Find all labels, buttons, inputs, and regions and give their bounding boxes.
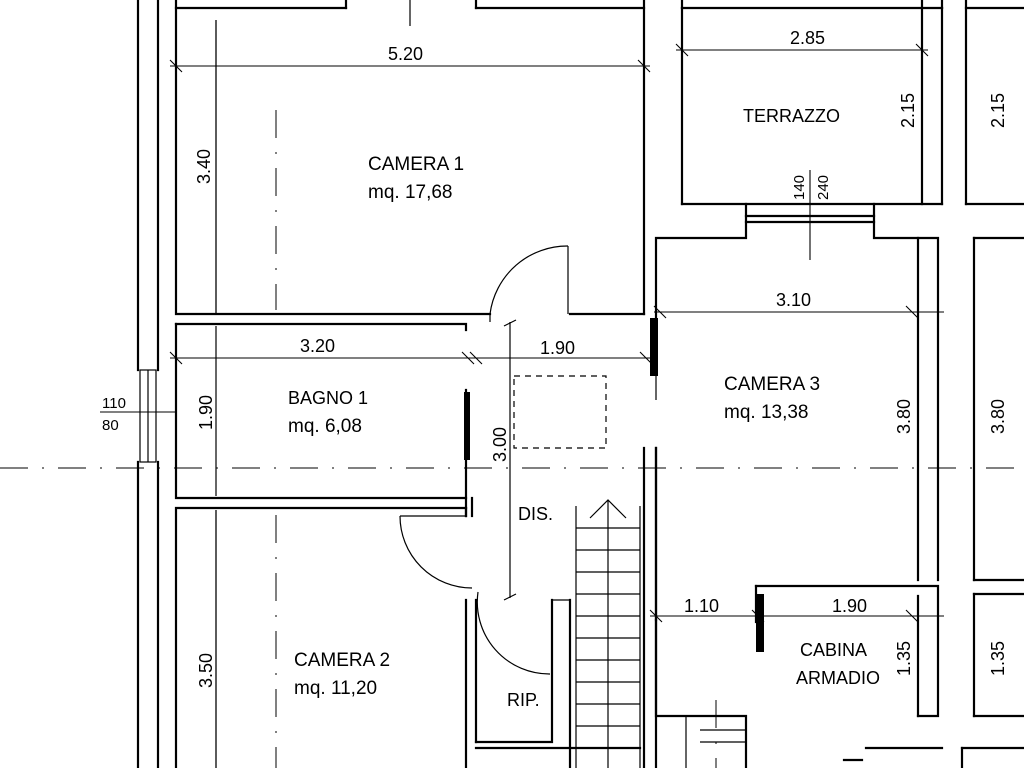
camera2-area: mq. 11,20 <box>294 678 377 699</box>
terrazzo-name: TERRAZZO <box>743 106 840 126</box>
dim-window-80: 80 <box>102 417 119 434</box>
rip-label: RIP. <box>507 690 540 710</box>
staircase <box>575 446 658 768</box>
cabina-label-line2: ARMADIO <box>796 668 880 688</box>
dim-terrazzo-width: 2.85 <box>790 28 825 48</box>
outer-wall-left <box>136 0 160 768</box>
dim-window-240: 240 <box>815 175 832 200</box>
dim-cabina-left: 1.10 <box>684 596 719 616</box>
dim-camera3-depth-right: 3.80 <box>988 399 1008 434</box>
dimension-lines <box>100 20 975 768</box>
dim-terrazzo-depth-right: 2.15 <box>988 93 1008 128</box>
dim-camera1-width: 5.20 <box>388 44 423 64</box>
camera2-name: CAMERA 2 <box>294 650 390 671</box>
bagno1-name: BAGNO 1 <box>288 388 368 408</box>
camera2-walls <box>174 506 473 768</box>
dim-terrazzo-depth: 2.15 <box>898 93 918 128</box>
dim-cabina-width: 1.90 <box>832 596 867 616</box>
dim-camera3-depth: 3.80 <box>894 399 914 434</box>
cabina-label-line1: CABINA <box>800 640 867 660</box>
dim-camera3-width: 3.10 <box>776 290 811 310</box>
camera1-area: mq. 17,68 <box>368 182 453 203</box>
dim-camera2-depth: 3.50 <box>196 653 216 688</box>
dim-window-110: 110 <box>102 395 126 412</box>
camera1-door <box>489 245 569 322</box>
dim-cabina-depth-right: 1.35 <box>988 641 1008 676</box>
dim-bagno-width: 3.20 <box>300 336 335 356</box>
bagno1-area: mq. 6,08 <box>288 416 362 437</box>
camera3-name: CAMERA 3 <box>724 374 820 395</box>
camera3-area: mq. 13,38 <box>724 402 809 423</box>
cabina-walls <box>654 584 940 768</box>
bottom-walls <box>474 746 1024 768</box>
dim-window-140: 140 <box>791 175 808 200</box>
dim-camera1-depth: 3.40 <box>194 149 214 184</box>
dim-dis-width: 1.90 <box>540 338 575 358</box>
disimpegno-walls <box>474 319 607 768</box>
dim-bagno-depth: 1.90 <box>196 395 216 430</box>
dim-dis-length: 3.00 <box>490 427 510 462</box>
dim-cabina-depth: 1.35 <box>894 641 914 676</box>
camera1-name: CAMERA 1 <box>368 154 464 175</box>
dis-label: DIS. <box>518 504 553 524</box>
